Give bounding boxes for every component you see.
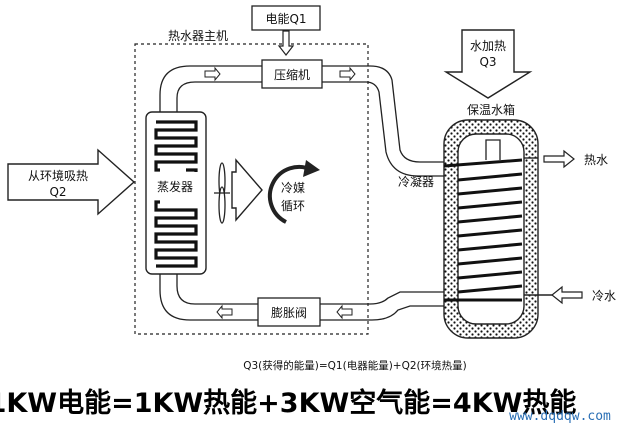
water-heat-line1: 水加热 bbox=[470, 39, 506, 53]
compressor-label: 压缩机 bbox=[274, 67, 310, 82]
refrigerant-line1: 冷媒 bbox=[281, 181, 305, 195]
hot-water-label: 热水 bbox=[584, 153, 608, 167]
circulation-icon bbox=[267, 164, 313, 224]
tank-label: 保温水箱 bbox=[467, 102, 515, 117]
exhaust-arrow bbox=[231, 158, 263, 222]
ambient-arrow bbox=[7, 148, 136, 216]
formula: Q3(获得的能量)=Q1(电器能量)+Q2(环境热量) bbox=[243, 359, 467, 372]
cold-water-arrow bbox=[551, 285, 583, 305]
water-heat-line2: Q3 bbox=[479, 55, 496, 69]
host-boundary bbox=[134, 43, 369, 335]
ambient-line1: 从环境吸热 bbox=[28, 168, 88, 183]
condenser-label: 冷凝器 bbox=[398, 174, 434, 189]
hot-water-pipe bbox=[485, 139, 501, 160]
flow-arrows bbox=[204, 66, 356, 320]
headline: 1KW电能=1KW热能+3KW空气能=4KW热能 bbox=[0, 387, 576, 419]
electric-input-box bbox=[251, 5, 321, 31]
water-heat-arrow bbox=[443, 29, 533, 99]
cold-water-label: 冷水 bbox=[592, 289, 616, 303]
electric-arrow bbox=[277, 30, 295, 56]
hot-water-arrow bbox=[543, 149, 575, 169]
evaporator-label: 蒸发器 bbox=[157, 179, 193, 194]
expansion-valve-label: 膨胀阀 bbox=[271, 306, 307, 320]
refrigerant-pipe bbox=[159, 65, 444, 321]
fan-icon bbox=[214, 162, 230, 224]
refrigerant-line2: 循环 bbox=[281, 199, 305, 213]
watermark: www.dqdqw.com bbox=[509, 409, 611, 424]
condenser-coil bbox=[443, 158, 523, 302]
host-title: 热水器主机 bbox=[168, 29, 228, 43]
electric-input-label: 电能Q1 bbox=[265, 12, 306, 26]
compressor-box bbox=[261, 59, 323, 89]
expansion-valve-box bbox=[257, 297, 321, 327]
ambient-line2: Q2 bbox=[49, 185, 66, 199]
